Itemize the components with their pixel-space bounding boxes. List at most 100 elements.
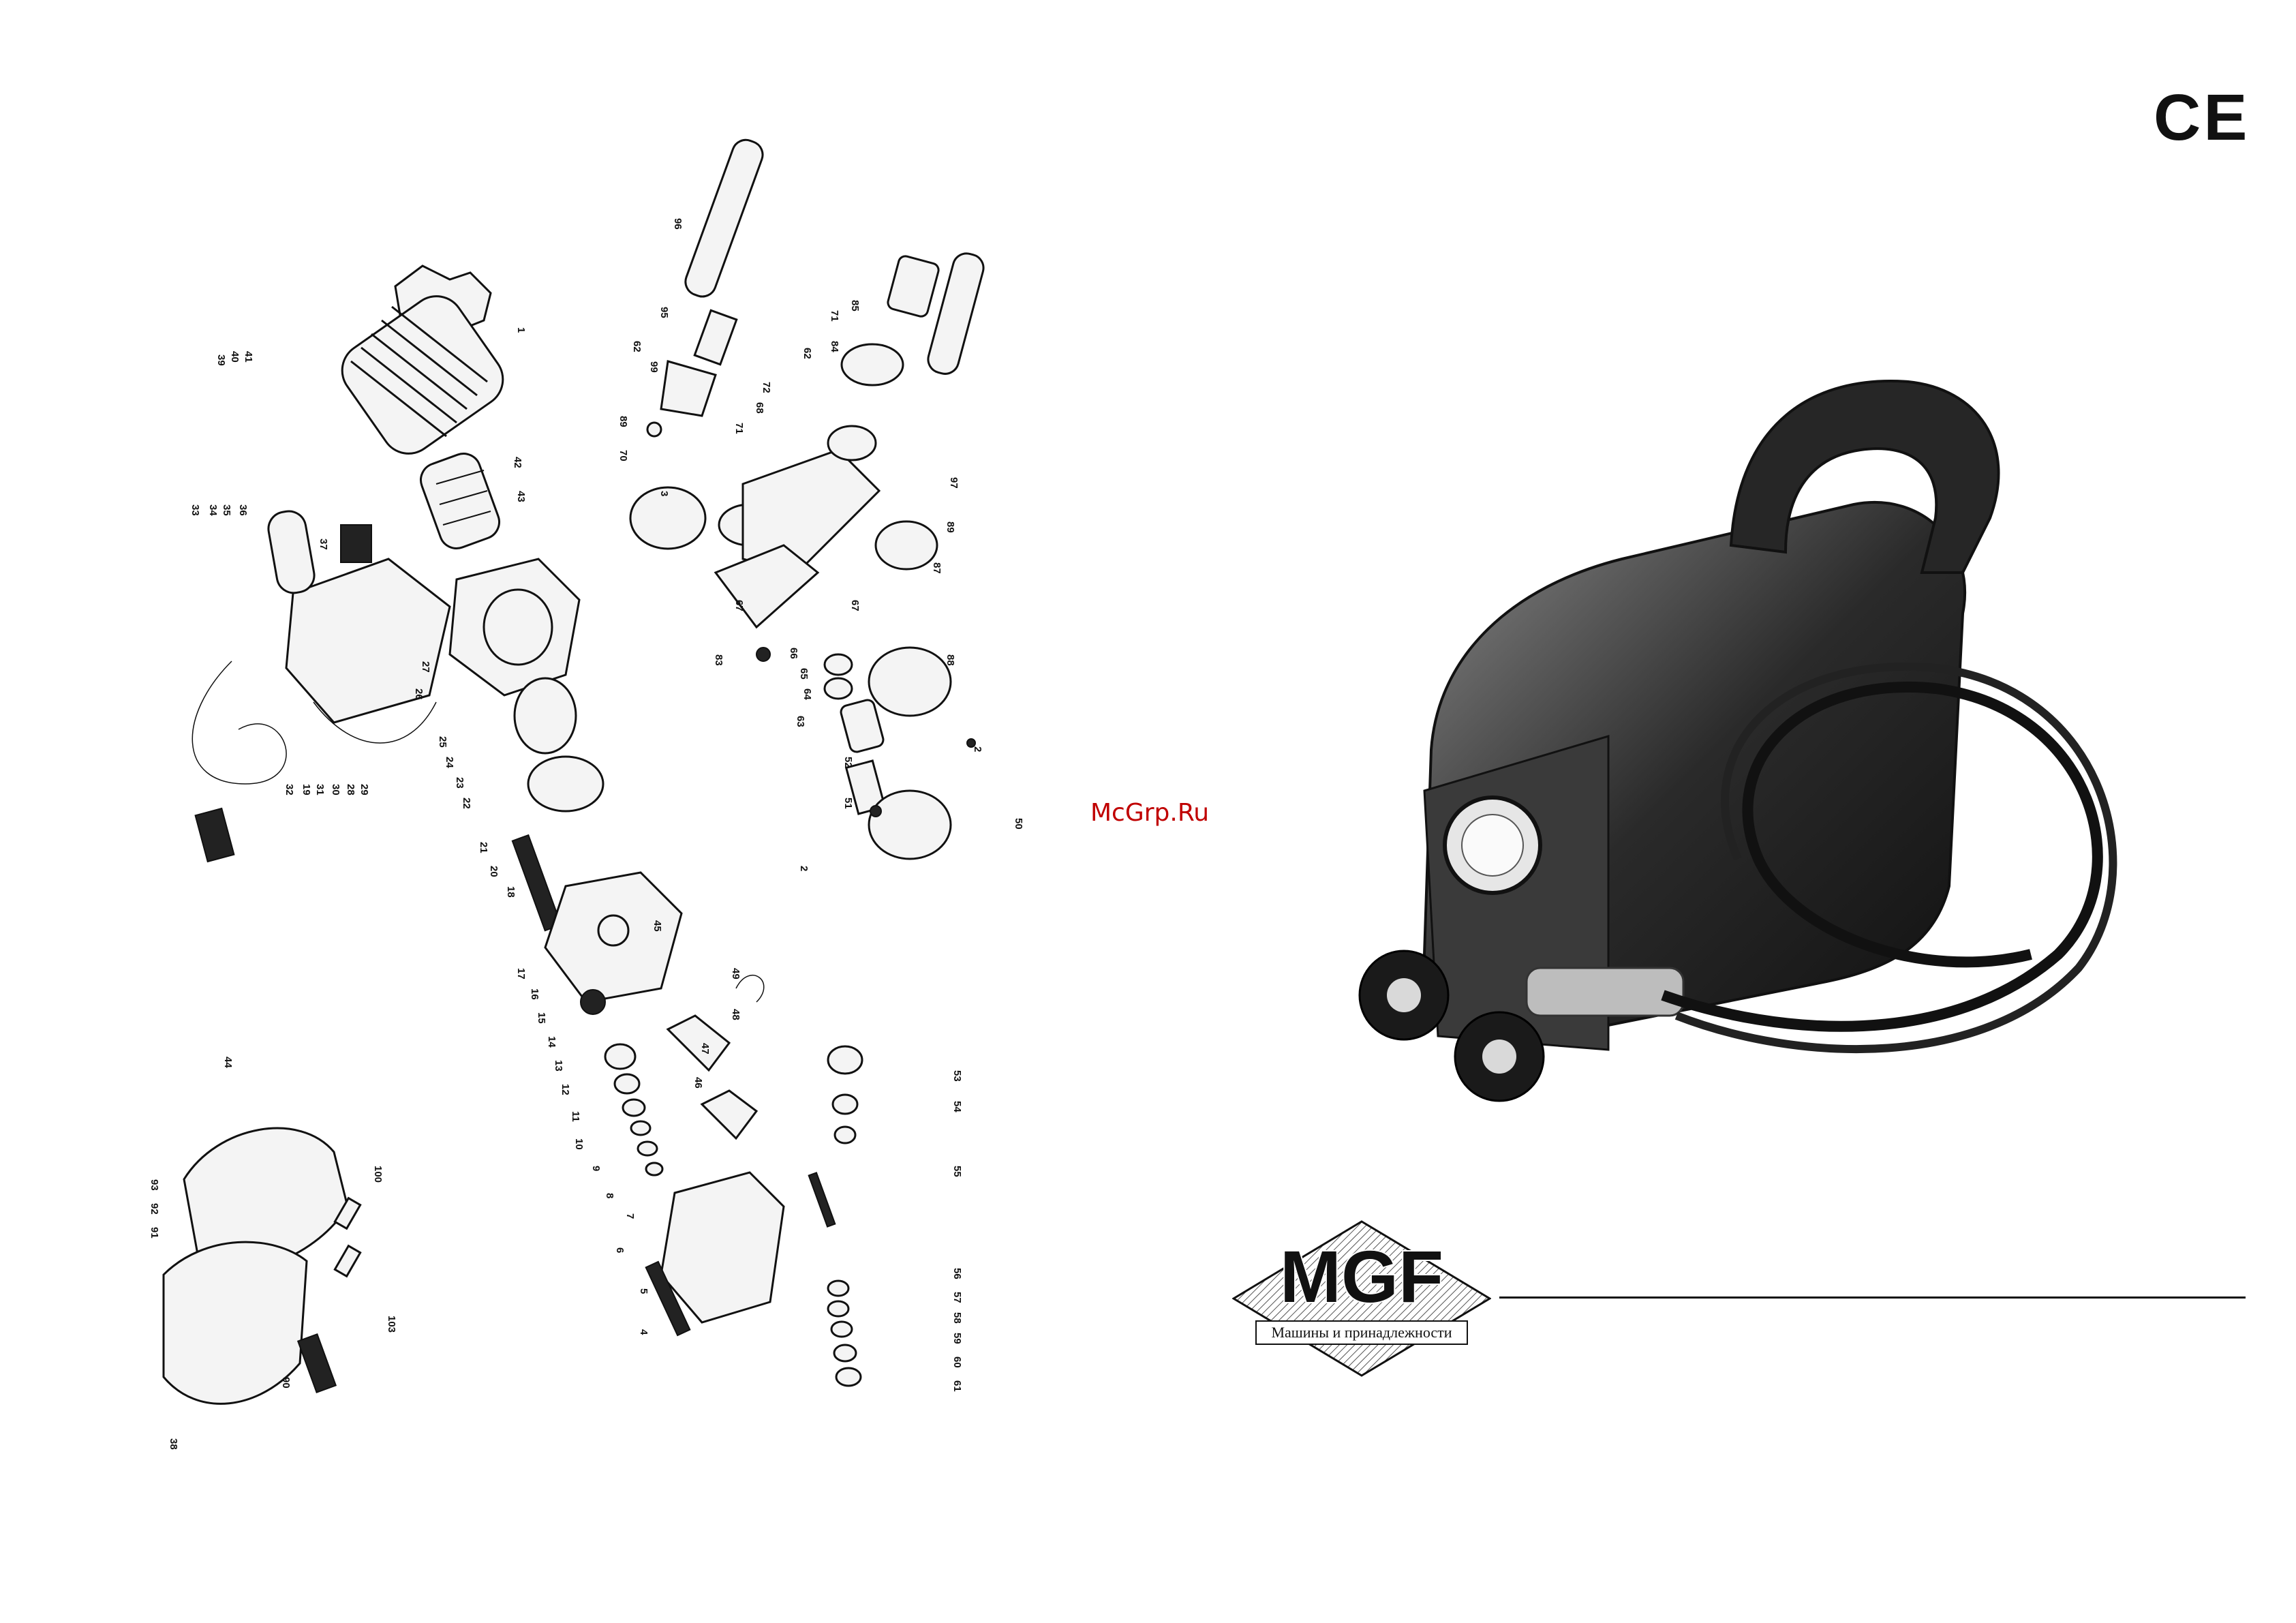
part-number-label: 67 <box>733 600 745 611</box>
part-number-label: 28 <box>345 784 356 795</box>
part-number-label: 36 <box>237 504 249 516</box>
part-number-label: 21 <box>478 842 489 853</box>
part-number-label: 60 <box>951 1356 963 1368</box>
part-number-label: 5 <box>638 1288 649 1294</box>
part-number-label: 41 <box>243 351 254 363</box>
part-number-label: 23 <box>454 777 465 789</box>
part-number-label: 29 <box>358 784 370 795</box>
logo-brand: MGF <box>1280 1235 1443 1318</box>
part-number-label: 97 <box>948 477 960 489</box>
part-number-label: 35 <box>221 504 232 516</box>
part-number-label: 40 <box>229 351 241 363</box>
part-number-label: 58 <box>951 1312 963 1324</box>
part-number-label: 33 <box>189 504 201 516</box>
part-number-label: 30 <box>330 784 341 795</box>
part-number-label: 46 <box>692 1077 704 1089</box>
mgf-logo: MGF Машины и принадлежности <box>1232 1220 1491 1377</box>
part-number-label: 72 <box>761 382 772 393</box>
part-number-label: 52 <box>842 757 854 768</box>
part-number-label: 103 <box>386 1316 397 1333</box>
part-number-label: 47 <box>699 1043 711 1055</box>
part-number-label: 14 <box>546 1036 557 1048</box>
exploded-parts-diagram: 1223456789101112131415161718192021222324… <box>149 138 1024 1450</box>
part-number-label: 93 <box>149 1179 160 1191</box>
part-number-label: 88 <box>945 654 956 666</box>
part-number-label: 53 <box>951 1070 963 1082</box>
header-rule <box>1499 1296 2246 1299</box>
part-number-label: 27 <box>420 661 431 673</box>
part-number-label: 62 <box>801 348 813 359</box>
part-number-label: 16 <box>529 988 540 1000</box>
part-number-label: 84 <box>829 341 840 352</box>
motor-assembly <box>192 264 581 863</box>
part-number-label: 92 <box>149 1203 160 1215</box>
pump-assembly <box>511 677 863 1387</box>
part-number-label: 89 <box>617 416 629 427</box>
part-number-label: 26 <box>413 688 425 700</box>
part-number-label: 38 <box>168 1438 179 1450</box>
part-number-label: 99 <box>648 361 660 373</box>
part-number-label: 65 <box>798 668 810 680</box>
part-number-label: 66 <box>788 648 799 659</box>
part-number-label: 57 <box>951 1292 963 1303</box>
part-number-label: 32 <box>284 784 295 795</box>
part-number-label: 19 <box>301 784 312 795</box>
part-number-label: 83 <box>713 654 724 666</box>
part-number-label: 6 <box>614 1247 626 1253</box>
part-labels: 1223456789101112131415161718192021222324… <box>149 218 1024 1450</box>
part-number-label: 48 <box>730 1009 741 1020</box>
part-number-label: 2 <box>798 866 810 871</box>
part-number-label: 45 <box>652 920 663 932</box>
part-number-label: 13 <box>553 1060 564 1072</box>
part-number-label: 68 <box>754 402 765 414</box>
part-number-label: 3 <box>658 491 670 496</box>
part-number-label: 42 <box>512 457 523 468</box>
part-number-label: 25 <box>437 736 448 748</box>
part-number-label: 100 <box>372 1166 384 1183</box>
part-number-label: 71 <box>829 310 840 322</box>
part-number-label: 18 <box>505 886 517 898</box>
part-number-label: 95 <box>658 307 670 318</box>
part-number-label: 61 <box>951 1380 963 1392</box>
part-number-label: 39 <box>215 354 227 366</box>
part-number-label: 20 <box>488 866 500 877</box>
part-number-label: 55 <box>951 1166 963 1177</box>
part-number-label: 71 <box>733 423 745 434</box>
part-number-label: 43 <box>515 491 527 502</box>
part-number-label: 85 <box>849 300 861 312</box>
housing-assembly <box>162 1127 362 1405</box>
part-number-label: 89 <box>945 521 956 533</box>
part-number-label: 50 <box>1013 818 1024 830</box>
part-number-label: 2 <box>972 746 983 752</box>
part-number-label: 22 <box>461 798 472 809</box>
part-number-label: 51 <box>842 798 854 809</box>
part-number-label: 12 <box>560 1084 571 1095</box>
part-number-label: 59 <box>951 1333 963 1344</box>
part-number-label: 7 <box>624 1213 636 1219</box>
part-number-label: 17 <box>515 968 527 980</box>
part-number-label: 4 <box>638 1329 649 1335</box>
part-number-label: 34 <box>207 504 219 516</box>
part-number-label: 56 <box>951 1268 963 1279</box>
part-number-label: 37 <box>318 539 329 550</box>
part-number-label: 91 <box>149 1227 160 1239</box>
part-number-label: 11 <box>570 1111 581 1122</box>
watermark-text: McGrp.Ru <box>1090 799 1210 827</box>
part-number-label: 54 <box>951 1101 963 1112</box>
logo-tagline: Машины и принадлежности <box>1271 1324 1452 1341</box>
part-number-label: 49 <box>730 968 741 980</box>
part-number-label: 24 <box>444 757 455 768</box>
part-number-label: 70 <box>617 450 629 461</box>
part-number-label: 9 <box>590 1166 602 1171</box>
part-number-label: 62 <box>631 341 643 352</box>
ce-mark: CE <box>2154 81 2250 154</box>
part-number-label: 44 <box>222 1057 234 1068</box>
part-number-label: 96 <box>672 218 684 230</box>
product-photo <box>1358 380 2117 1102</box>
part-number-label: 64 <box>801 688 813 700</box>
part-number-label: 67 <box>849 600 861 611</box>
manifold-assembly <box>629 138 985 860</box>
part-number-label: 15 <box>536 1012 547 1024</box>
part-number-label: 8 <box>604 1193 615 1198</box>
part-number-label: 31 <box>314 784 326 795</box>
